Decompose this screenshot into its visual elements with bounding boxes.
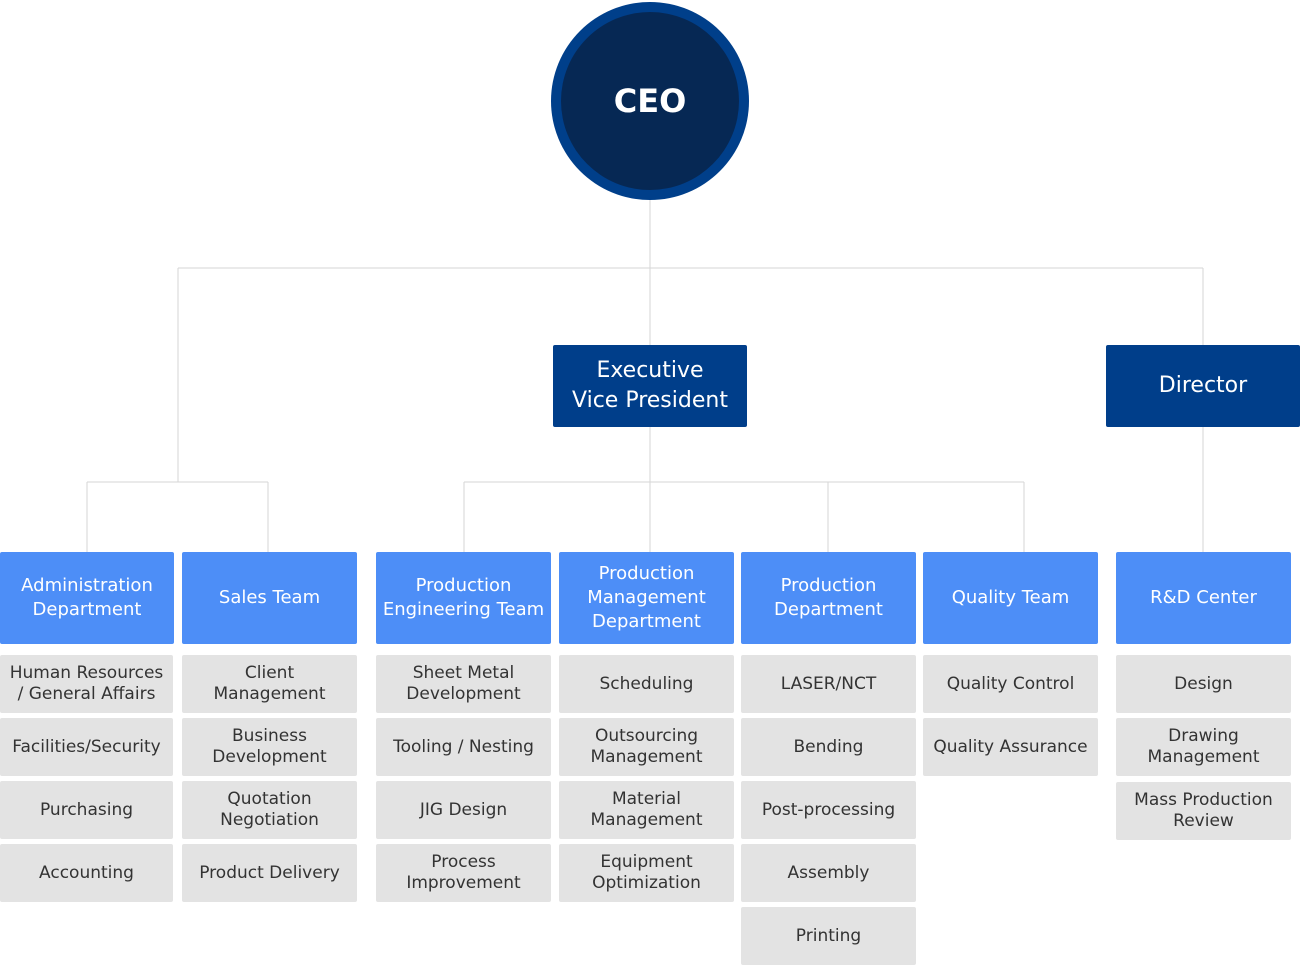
function-item: Purchasing (0, 781, 173, 839)
administration-department-node: Administration Department (0, 552, 174, 644)
function-item: Material Management (559, 781, 734, 839)
director-node: Director (1106, 345, 1300, 427)
function-item: Client Management (182, 655, 357, 713)
function-item: Post-processing (741, 781, 916, 839)
function-item: Design (1116, 655, 1291, 713)
ceo-node: CEO (551, 2, 749, 200)
function-item: Accounting (0, 844, 173, 902)
production-engineering-team-node: Production Engineering Team (376, 552, 551, 644)
function-item: Quotation Negotiation (182, 781, 357, 839)
function-item: Facilities/Security (0, 718, 173, 776)
function-item: Outsourcing Management (559, 718, 734, 776)
function-item: Process Improvement (376, 844, 551, 902)
function-item: Equipment Optimization (559, 844, 734, 902)
function-item: Product Delivery (182, 844, 357, 902)
executive-vice-president-node: Executive Vice President (553, 345, 747, 427)
rnd-center-node: R&D Center (1116, 552, 1291, 644)
production-management-department-node: Production Management Department (559, 552, 734, 644)
function-item: Business Development (182, 718, 357, 776)
function-item: Drawing Management (1116, 718, 1291, 776)
function-item: Bending (741, 718, 916, 776)
function-item: Tooling / Nesting (376, 718, 551, 776)
sales-team-node: Sales Team (182, 552, 357, 644)
function-item: Mass Production Review (1116, 782, 1291, 840)
production-department-node: Production Department (741, 552, 916, 644)
function-item: Human Resources / General Affairs (0, 655, 173, 713)
function-item: Quality Assurance (923, 718, 1098, 776)
function-item: Printing (741, 907, 916, 965)
function-item: Quality Control (923, 655, 1098, 713)
function-item: Sheet Metal Development (376, 655, 551, 713)
ceo-label: CEO (561, 12, 739, 190)
function-item: Assembly (741, 844, 916, 902)
quality-team-node: Quality Team (923, 552, 1098, 644)
function-item: JIG Design (376, 781, 551, 839)
function-item: LASER/NCT (741, 655, 916, 713)
function-item: Scheduling (559, 655, 734, 713)
